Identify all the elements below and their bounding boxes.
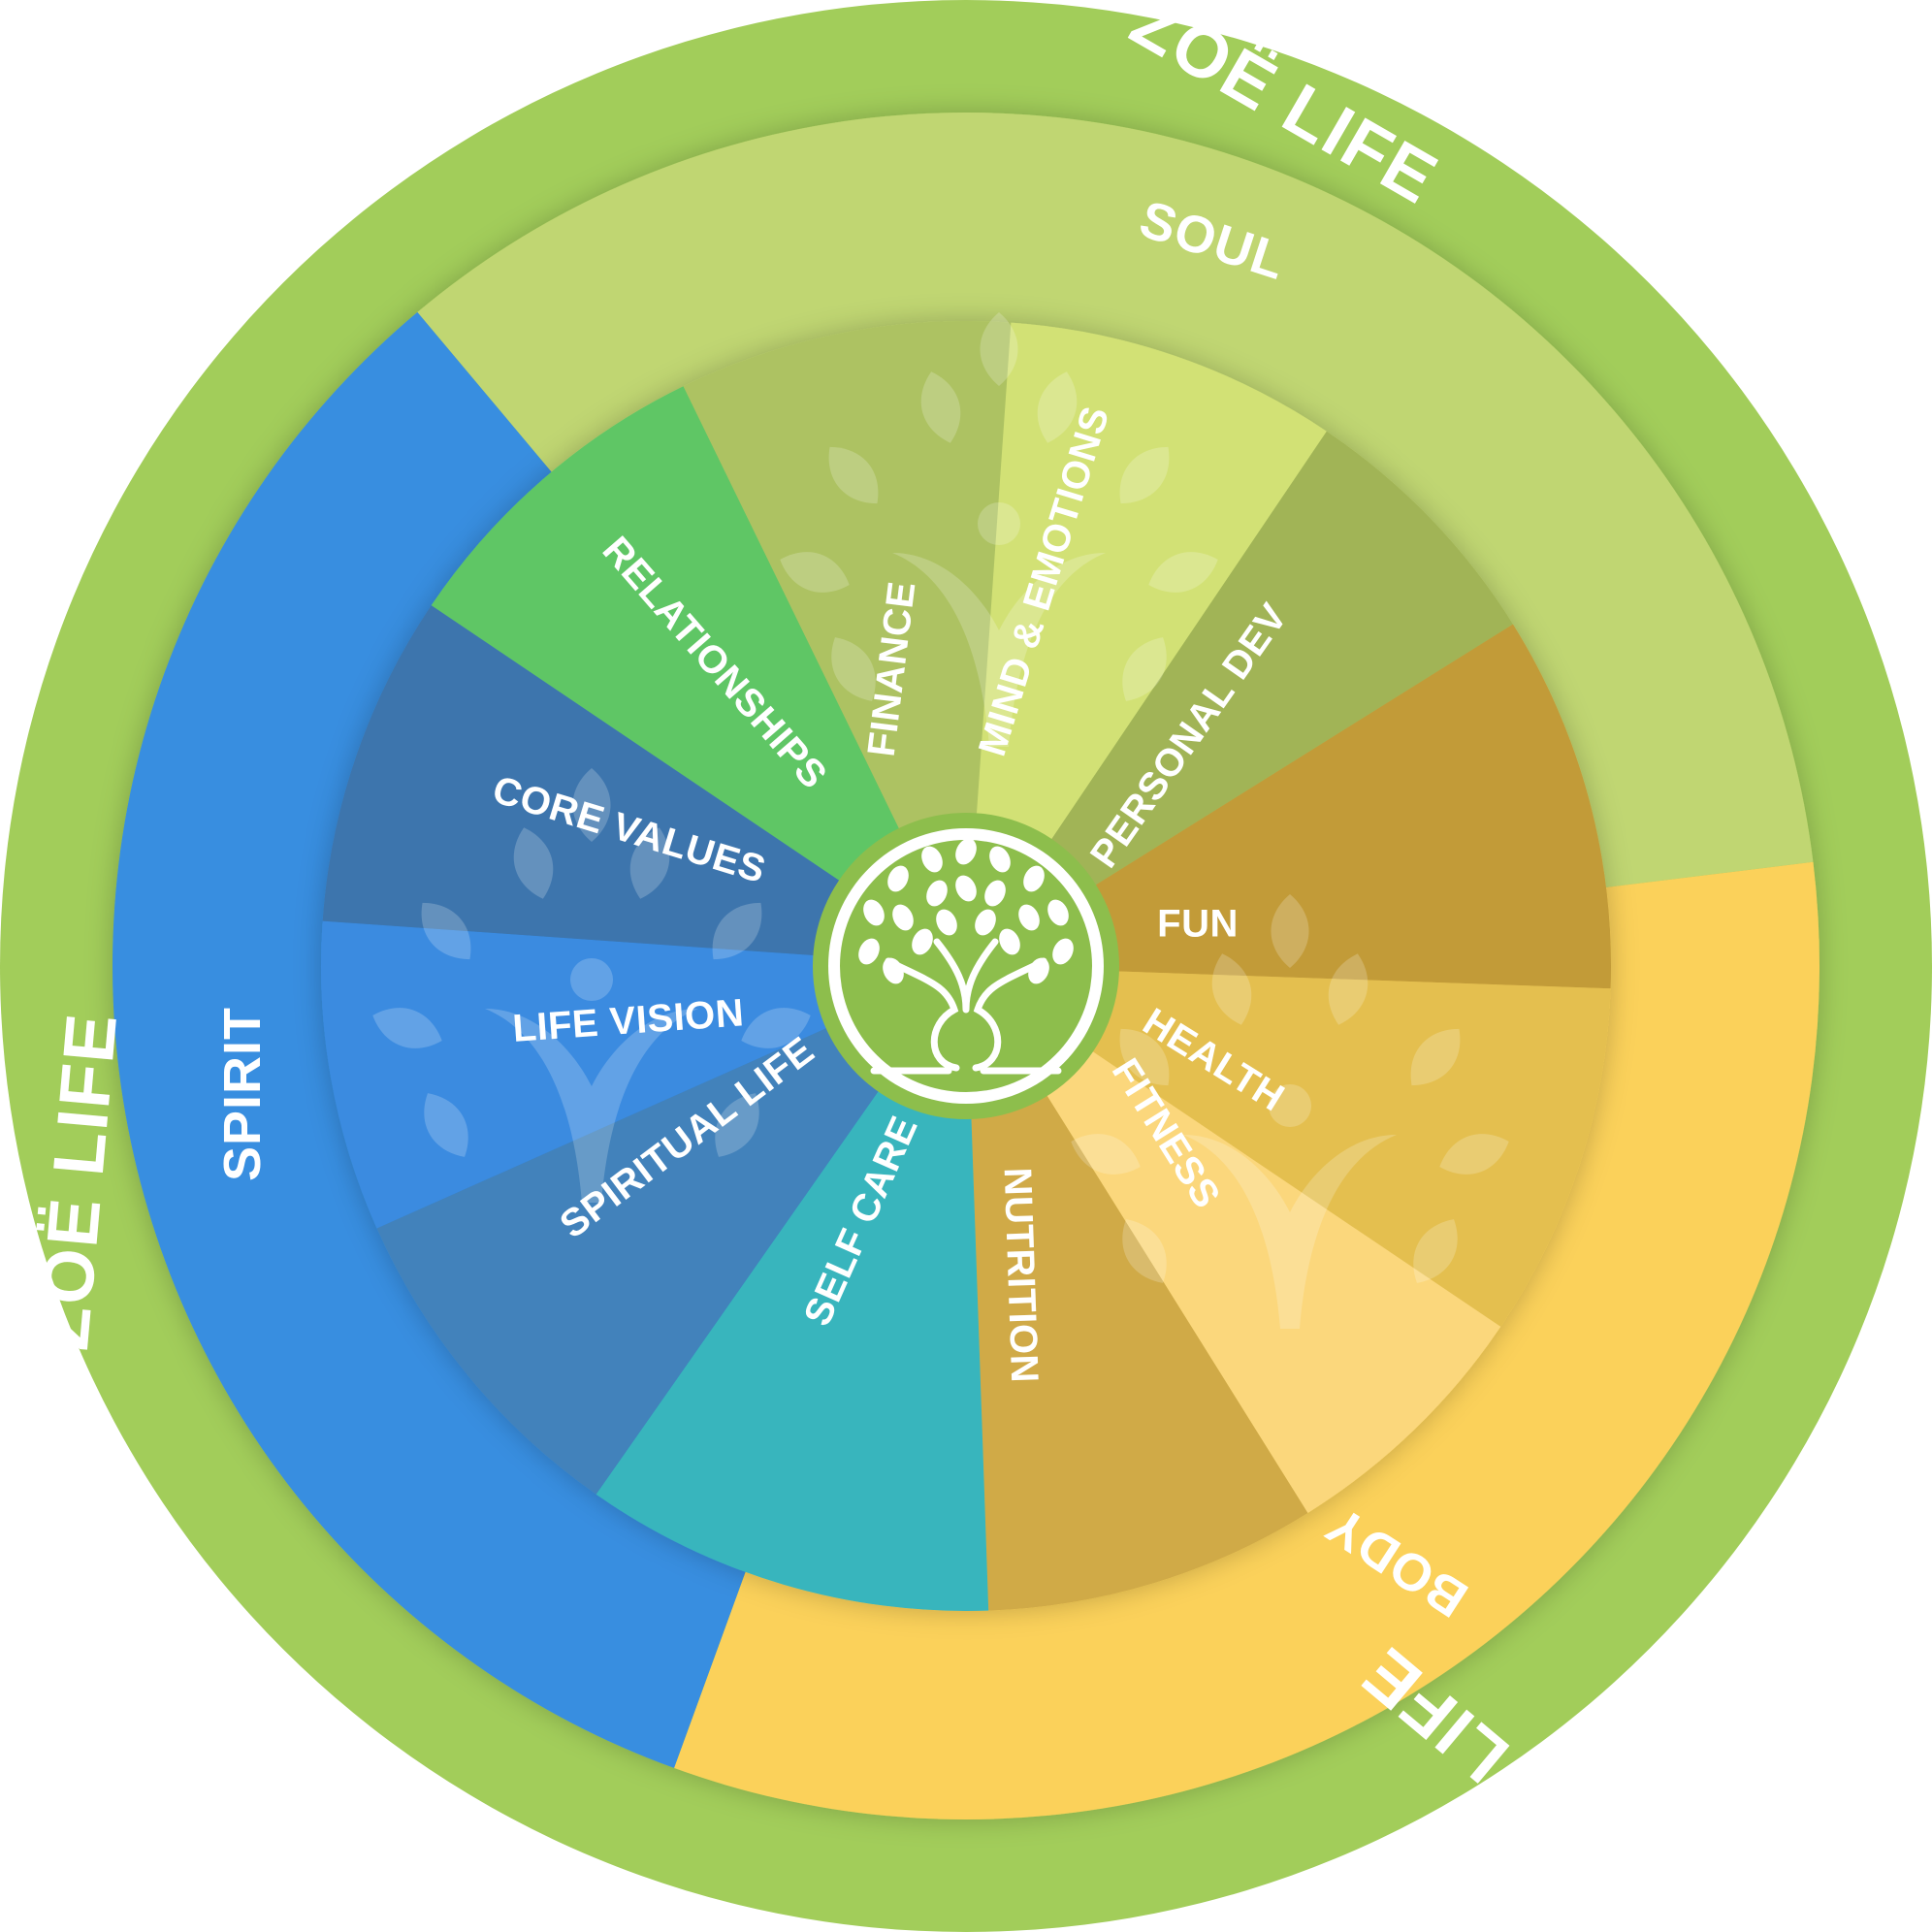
- zone-label-spirit: SPIRIT: [213, 1007, 272, 1181]
- segment-relationships: [431, 386, 966, 966]
- segment-personal-dev: [966, 431, 1513, 966]
- watermark-figure-soul: [780, 312, 1218, 747]
- segment-fun: [966, 624, 1611, 989]
- segment-finance: [683, 321, 1012, 966]
- watermark-figure-body: [1071, 894, 1509, 1329]
- segment-life-vision: [321, 920, 966, 1229]
- segment-nutrition: [966, 966, 1308, 1611]
- tree-icon: [858, 838, 1074, 1075]
- segment-fitness: [966, 966, 1501, 1513]
- segment-label-3: FUN: [1157, 903, 1239, 946]
- segment-self-care: [596, 966, 989, 1611]
- segment-spiritual-life: [376, 966, 966, 1495]
- segment-wheel: [321, 321, 1611, 1611]
- segment-health: [966, 966, 1611, 1327]
- watermark-figures: [372, 312, 1509, 1329]
- segment-mind-and-emotions: [966, 322, 1327, 967]
- watermark-figure-spirit: [372, 768, 811, 1203]
- segment-label-6: NUTRITION: [996, 1167, 1046, 1384]
- center-badge: [813, 813, 1119, 1119]
- segment-core-values: [322, 605, 967, 966]
- center-inner-circle: [840, 840, 1092, 1092]
